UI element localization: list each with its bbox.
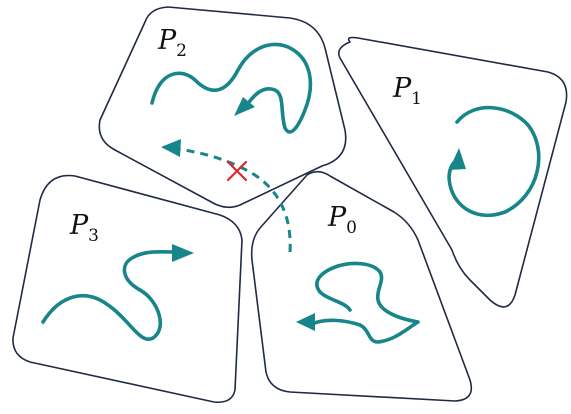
region-p2-label: P2 [157, 25, 187, 61]
region-p3-label: P3 [69, 210, 99, 246]
region-p1-label: P1 [392, 73, 422, 109]
region-p0-outline [250, 170, 473, 402]
region-p3: P3 [12, 174, 243, 404]
region-p3-outline [12, 174, 243, 404]
region-p0-trajectory [310, 261, 420, 344]
region-p3-trajectory [41, 249, 177, 341]
region-p2-arrowhead [234, 97, 255, 116]
region-p2-trajectory [150, 42, 313, 134]
blocked-transition [161, 139, 292, 253]
cross-mark-icon [226, 160, 248, 182]
region-p1-trajectory [447, 105, 541, 218]
dashed-transition-path [177, 147, 292, 253]
region-p0-label: P0 [327, 202, 357, 238]
region-p1: P1 [337, 36, 568, 308]
region-p0-arrowhead [296, 313, 315, 331]
region-p0: P0 [250, 170, 473, 402]
dashed-transition-arrowhead [161, 139, 181, 157]
region-p3-arrowhead [172, 244, 194, 262]
region-p2-outline [98, 6, 347, 209]
region-p1-arrowhead [449, 148, 466, 170]
region-p2: P2 [98, 6, 347, 209]
region-p1-outline [337, 36, 568, 308]
